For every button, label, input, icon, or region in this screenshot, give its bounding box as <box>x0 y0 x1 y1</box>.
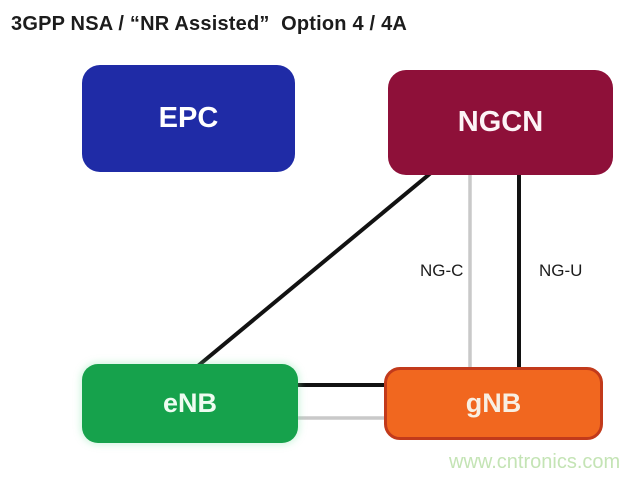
node-gnb-label: gNB <box>465 388 522 418</box>
edge-label-ng-c: NG-C <box>420 261 464 280</box>
node-gnb: gNB <box>384 367 603 440</box>
node-enb-label: eNB <box>162 388 217 418</box>
edge-label-ng-u: NG-U <box>539 261 583 280</box>
node-ngcn-label: NGCN <box>457 106 544 138</box>
edge-ngcn-enb <box>191 170 434 372</box>
node-epc-label: EPC <box>158 102 219 134</box>
node-ngcn: NGCN <box>388 70 613 175</box>
node-epc: EPC <box>82 65 295 172</box>
diagram-title: 3GPP NSA / “NR Assisted” Option 4 / 4A <box>11 13 408 35</box>
watermark-text: www.cntronics.com <box>449 451 621 473</box>
node-enb: eNB <box>82 364 298 443</box>
